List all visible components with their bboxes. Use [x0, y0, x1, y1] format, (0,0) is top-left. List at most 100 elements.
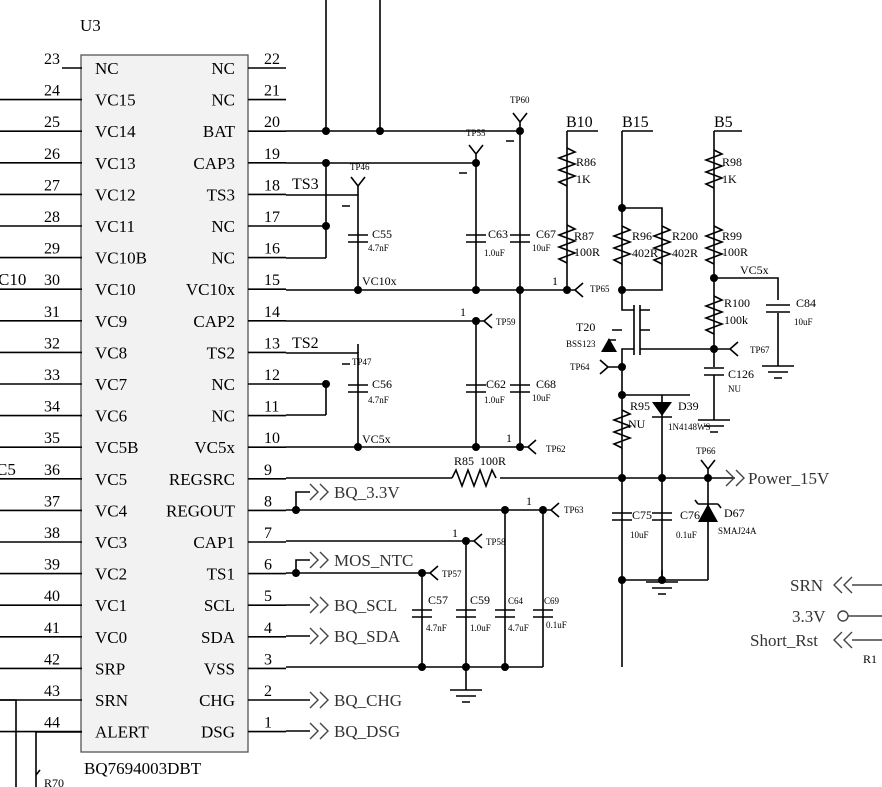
- pin-number-19: 19: [264, 146, 280, 163]
- pin-number-20: 20: [264, 114, 280, 131]
- testpoint-tp62: TP62: [546, 444, 566, 454]
- pin-number-28: 28: [44, 209, 60, 226]
- pin-number-43: 43: [44, 683, 60, 700]
- testpoint-tp60: TP60: [510, 95, 530, 105]
- pin-number-12: 12: [264, 367, 280, 384]
- ref-c63: C63: [488, 227, 508, 241]
- capacitor-c62: [466, 384, 486, 393]
- ref-r95: R95: [630, 399, 650, 413]
- capacitor-c57: [412, 609, 432, 618]
- resistor-r99: [703, 225, 725, 265]
- junction-dots: [292, 127, 718, 671]
- junction-dot: [710, 345, 718, 353]
- junction-dot: [618, 363, 626, 371]
- pin-name-17: NC: [211, 217, 235, 236]
- testpoint-mark-1d: 1: [526, 494, 532, 508]
- net-label-bq-dsg: BQ_DSG: [334, 722, 400, 741]
- junction-dot: [354, 286, 362, 294]
- pin-number-11: 11: [264, 399, 279, 416]
- pin-number-32: 32: [44, 335, 60, 352]
- pin-name-37: VC4: [95, 501, 128, 520]
- junction-dot: [462, 663, 470, 671]
- pin-number-36: 36: [44, 462, 60, 479]
- pin-name-25: VC14: [95, 122, 136, 141]
- pin-name-34: VC6: [95, 407, 127, 426]
- net-arrow-sda: [309, 627, 329, 645]
- junction-dot: [516, 443, 524, 451]
- ref-r99: R99: [722, 229, 742, 243]
- ground-symbol-vss: [450, 689, 482, 703]
- pin-number-9: 9: [264, 462, 272, 479]
- ref-t20: T20: [576, 320, 595, 334]
- ref-r98: R98: [722, 155, 742, 169]
- ground-symbol-c126: [698, 419, 730, 433]
- pin-name-19: CAP3: [193, 154, 235, 173]
- r96-r200-frame: [622, 207, 663, 291]
- net-label-power15: Power_15V: [748, 469, 830, 488]
- pin-number-24: 24: [44, 83, 60, 100]
- pin-name-4: SDA: [201, 628, 236, 647]
- testpoint-mark-1c: 1: [506, 431, 512, 445]
- junction-dot: [704, 474, 712, 482]
- pin-name-35: VC5B: [95, 438, 138, 457]
- junction-dot: [322, 222, 330, 230]
- ref-c55: C55: [372, 227, 392, 241]
- ref-c56: C56: [372, 377, 392, 391]
- junction-dot: [472, 286, 480, 294]
- pin-name-6: TS1: [207, 565, 235, 584]
- capacitor-c64: [495, 609, 515, 618]
- ref-c69: C69: [544, 596, 560, 606]
- pin-name-2: CHG: [199, 691, 235, 710]
- pin-number-30: 30: [44, 272, 60, 289]
- junction-dot: [292, 506, 300, 514]
- ref-r200: R200: [672, 229, 698, 243]
- pin-name-1: DSG: [201, 723, 235, 742]
- val-c63: 1.0uF: [484, 248, 505, 258]
- val-c57: 4.7nF: [426, 623, 447, 633]
- wire-label-vc5x-right: VC5x: [740, 263, 769, 277]
- val-d39: 1N4148WS: [668, 422, 711, 432]
- pin-number-16: 16: [264, 241, 280, 258]
- junction-dot: [322, 380, 330, 388]
- pin-name-15: VC10x: [186, 280, 236, 299]
- pin-name-24: VC15: [95, 91, 136, 110]
- junction-dot: [322, 159, 330, 167]
- pin-number-42: 42: [44, 651, 60, 668]
- testpoint-tp46: TP46: [350, 162, 370, 172]
- pin-number-7: 7: [264, 525, 272, 542]
- pin-name-27: VC12: [95, 185, 136, 204]
- net-label-bq33: BQ_3.3V: [334, 483, 400, 502]
- testpoint-tp57: TP57: [442, 569, 462, 579]
- val-d67: SMAJ24A: [718, 526, 757, 536]
- pin-number-35: 35: [44, 430, 60, 447]
- pin-number-34: 34: [44, 399, 60, 416]
- pin-name-9: REGSRC: [169, 470, 235, 489]
- capacitor-c59: [456, 609, 476, 618]
- resistor-r200: [651, 225, 673, 265]
- val-r96: 402R: [632, 246, 658, 260]
- pin-name-7: CAP1: [193, 533, 235, 552]
- net-label-bq-chg: BQ_CHG: [334, 691, 402, 710]
- diode-d67: [694, 499, 722, 522]
- pin-name-41: VC0: [95, 628, 127, 647]
- val-c62: 1.0uF: [484, 395, 505, 405]
- r70-stub: [35, 769, 41, 776]
- junction-dot: [354, 443, 362, 451]
- pin-name-39: VC2: [95, 565, 127, 584]
- ref-d67: D67: [724, 506, 745, 520]
- capacitor-c75: [612, 512, 632, 521]
- junction-dot: [710, 274, 718, 282]
- net-label-b10: B10: [566, 114, 593, 131]
- junction-dot: [563, 286, 571, 294]
- net-arrow-chg: [309, 691, 329, 709]
- pin-number-41: 41: [44, 620, 60, 637]
- net-port-3v3: [837, 610, 882, 622]
- edge-label-c10: C10: [0, 270, 26, 289]
- junction-dot: [472, 317, 480, 325]
- testpoint-mark-1b: 1: [460, 305, 466, 319]
- testpoint-mark-1a: 1: [552, 274, 558, 288]
- edge-label-c5: C5: [0, 460, 16, 479]
- pin-number-39: 39: [44, 557, 60, 574]
- capacitor-c56: [348, 384, 368, 393]
- val-c55: 4.7nF: [368, 243, 389, 253]
